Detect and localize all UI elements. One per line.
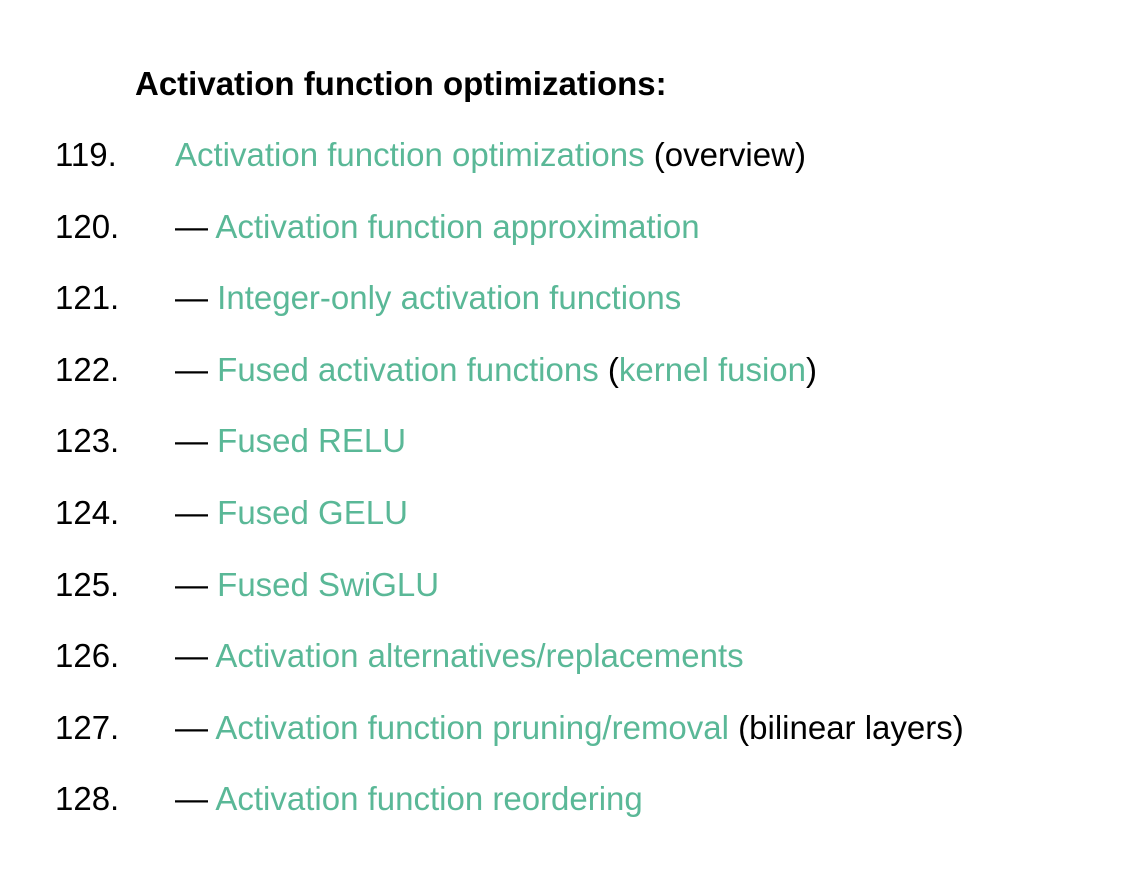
plain-text: (overview) [644, 136, 806, 173]
toc-row: 121. — Integer-only activation functions [0, 281, 1134, 353]
plain-text: (bilinear layers) [728, 708, 964, 746]
toc-link[interactable]: Activation alternatives/replacements [215, 637, 744, 675]
toc-link[interactable]: Fused GELU [217, 493, 408, 531]
toc-row: 127. — Activation function pruning/remova… [0, 711, 1134, 783]
plain-text: — [175, 207, 216, 245]
plain-text: — [175, 279, 218, 317]
item-number: 123. [55, 422, 120, 460]
item-content: — Fused activation functions (kernel fus… [175, 351, 817, 388]
item-content: Activation function optimizations (overv… [175, 136, 806, 173]
item-number: 125. [55, 565, 120, 603]
toc-row: 119. Activation function optimizations (o… [0, 138, 1134, 210]
toc-link[interactable]: Integer-only activation functions [217, 279, 682, 317]
plain-text: ) [806, 350, 817, 388]
item-number: 128. [55, 780, 120, 818]
toc-link[interactable]: Fused SwiGLU [217, 565, 440, 603]
toc-link[interactable]: Activation function pruning/removal [215, 708, 729, 746]
item-number: 121. [55, 279, 120, 317]
item-content: — Activation alternatives/replacements [175, 637, 744, 674]
toc-link[interactable]: Activation function reordering [215, 780, 643, 818]
toc-row: 122. — Fused activation functions (kernel… [0, 353, 1134, 425]
section-heading: Activation function optimizations: [135, 65, 667, 102]
toc-row: 126. — Activation alternatives/replacemen… [0, 639, 1134, 711]
plain-text: — [175, 350, 218, 388]
toc-link[interactable]: kernel fusion [618, 350, 806, 388]
toc-link[interactable]: Fused activation functions [217, 350, 599, 388]
toc-list: 119. Activation function optimizations (o… [0, 138, 1134, 854]
plain-text: — [175, 565, 218, 603]
item-content: — Fused RELU [175, 422, 406, 459]
item-content: — Fused GELU [175, 494, 408, 531]
plain-text: ( [598, 350, 619, 388]
plain-text: — [175, 780, 216, 818]
item-content: — Activation function reordering [175, 780, 643, 817]
plain-text: — [175, 637, 216, 675]
toc-row: 124. — Fused GELU [0, 496, 1134, 568]
toc-link[interactable]: Activation function approximation [215, 207, 700, 245]
toc-row: 120. — Activation function approximation [0, 210, 1134, 282]
item-number: 120. [55, 207, 120, 245]
toc-row: 123. — Fused RELU [0, 424, 1134, 496]
plain-text: — [175, 708, 216, 746]
item-content: — Activation function pruning/removal (b… [175, 709, 964, 746]
item-content: — Activation function approximation [175, 208, 700, 245]
plain-text: — [175, 422, 218, 460]
item-content: — Fused SwiGLU [175, 566, 439, 603]
item-content: — Integer-only activation functions [175, 279, 681, 316]
item-number: 124. [55, 493, 120, 531]
toc-link[interactable]: Activation function optimizations [175, 136, 645, 173]
item-number: 122. [55, 350, 120, 388]
toc-row: 128. — Activation function reordering [0, 782, 1134, 854]
item-number: 126. [55, 637, 120, 675]
toc-row: 125. — Fused SwiGLU [0, 568, 1134, 640]
item-number: 127. [55, 708, 120, 746]
plain-text: — [175, 493, 218, 531]
item-number: 119. [55, 136, 117, 173]
toc-link[interactable]: Fused RELU [217, 422, 407, 460]
